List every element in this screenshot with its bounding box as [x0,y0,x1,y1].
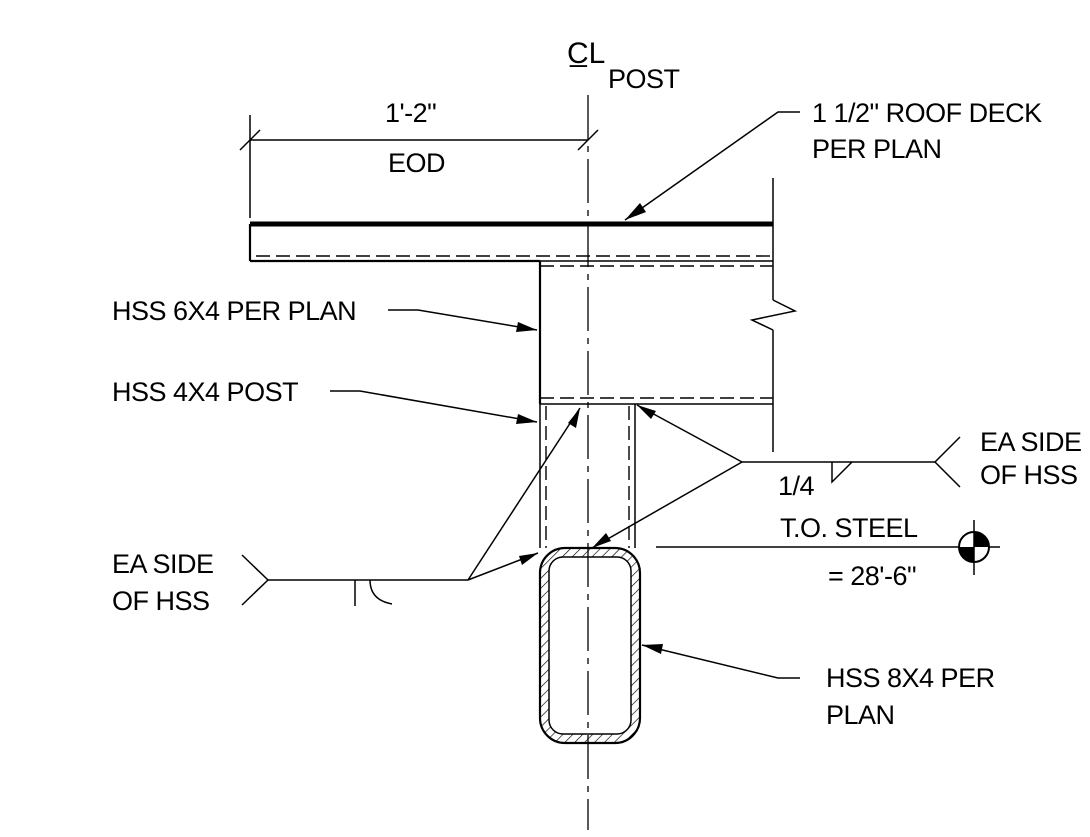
steel-elevation-marker [656,520,1000,575]
centerline-symbol: C̲L [567,37,605,70]
hss-6x4-label: HSS 6X4 PER PLAN [112,296,356,326]
weld-right-label-line2: OF HSS [980,460,1078,490]
weld-right-label-line1: EA SIDE [980,427,1082,457]
dimension-eod: 1'-2" EOD [239,98,599,218]
weld-symbol-right [591,404,961,549]
centerline-label: POST [608,64,680,94]
hss-8x4-section [538,546,642,745]
leader-hss-8x4 [641,644,800,679]
hss-6x4-beam [538,178,798,452]
leader-roof-deck [624,111,800,221]
leader-hss-4x4 [330,390,538,424]
hss-8x4-label-line2: PLAN [826,700,895,730]
roof-deck [248,221,773,263]
steel-elevation-line2: = 28'-6" [828,561,916,591]
weld-left-label-line1: EA SIDE [112,549,214,579]
hss-8x4-label-line1: HSS 8X4 PER [826,663,995,693]
roof-deck-label-line2: PER PLAN [812,134,942,164]
leader-hss-6x4 [388,309,538,332]
weld-symbol-left [241,407,581,606]
hss-4x4-label: HSS 4X4 POST [112,377,298,407]
roof-deck-label-line1: 1 1/2" ROOF DECK [812,98,1042,128]
dimension-value: 1'-2" [385,98,436,128]
steel-elevation-line1: T.O. STEEL [780,513,918,543]
weld-size-label: 1/4 [778,471,815,501]
weld-left-label-line2: OF HSS [112,586,210,616]
dimension-note: EOD [388,148,445,178]
